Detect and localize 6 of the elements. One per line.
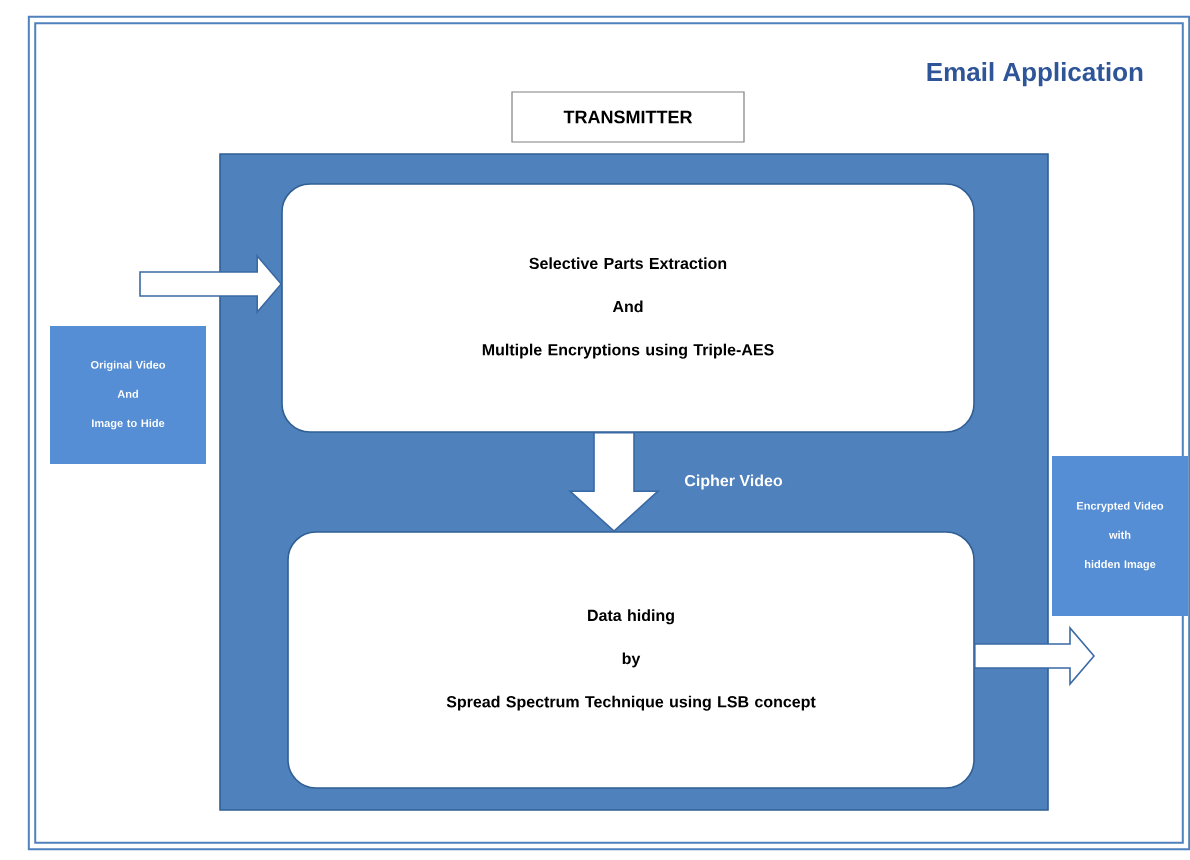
block-arrow — [139, 253, 283, 315]
block-arrow — [567, 431, 661, 533]
block-arrow — [974, 625, 1096, 687]
process-box: Data hiding by Spread Spectrum Technique using LSB concept — [287, 531, 975, 789]
title-box: TRANSMITTER — [511, 91, 745, 143]
process-box: Selective Parts Extraction And Multiple Encryptions using Triple-AES — [281, 183, 975, 433]
